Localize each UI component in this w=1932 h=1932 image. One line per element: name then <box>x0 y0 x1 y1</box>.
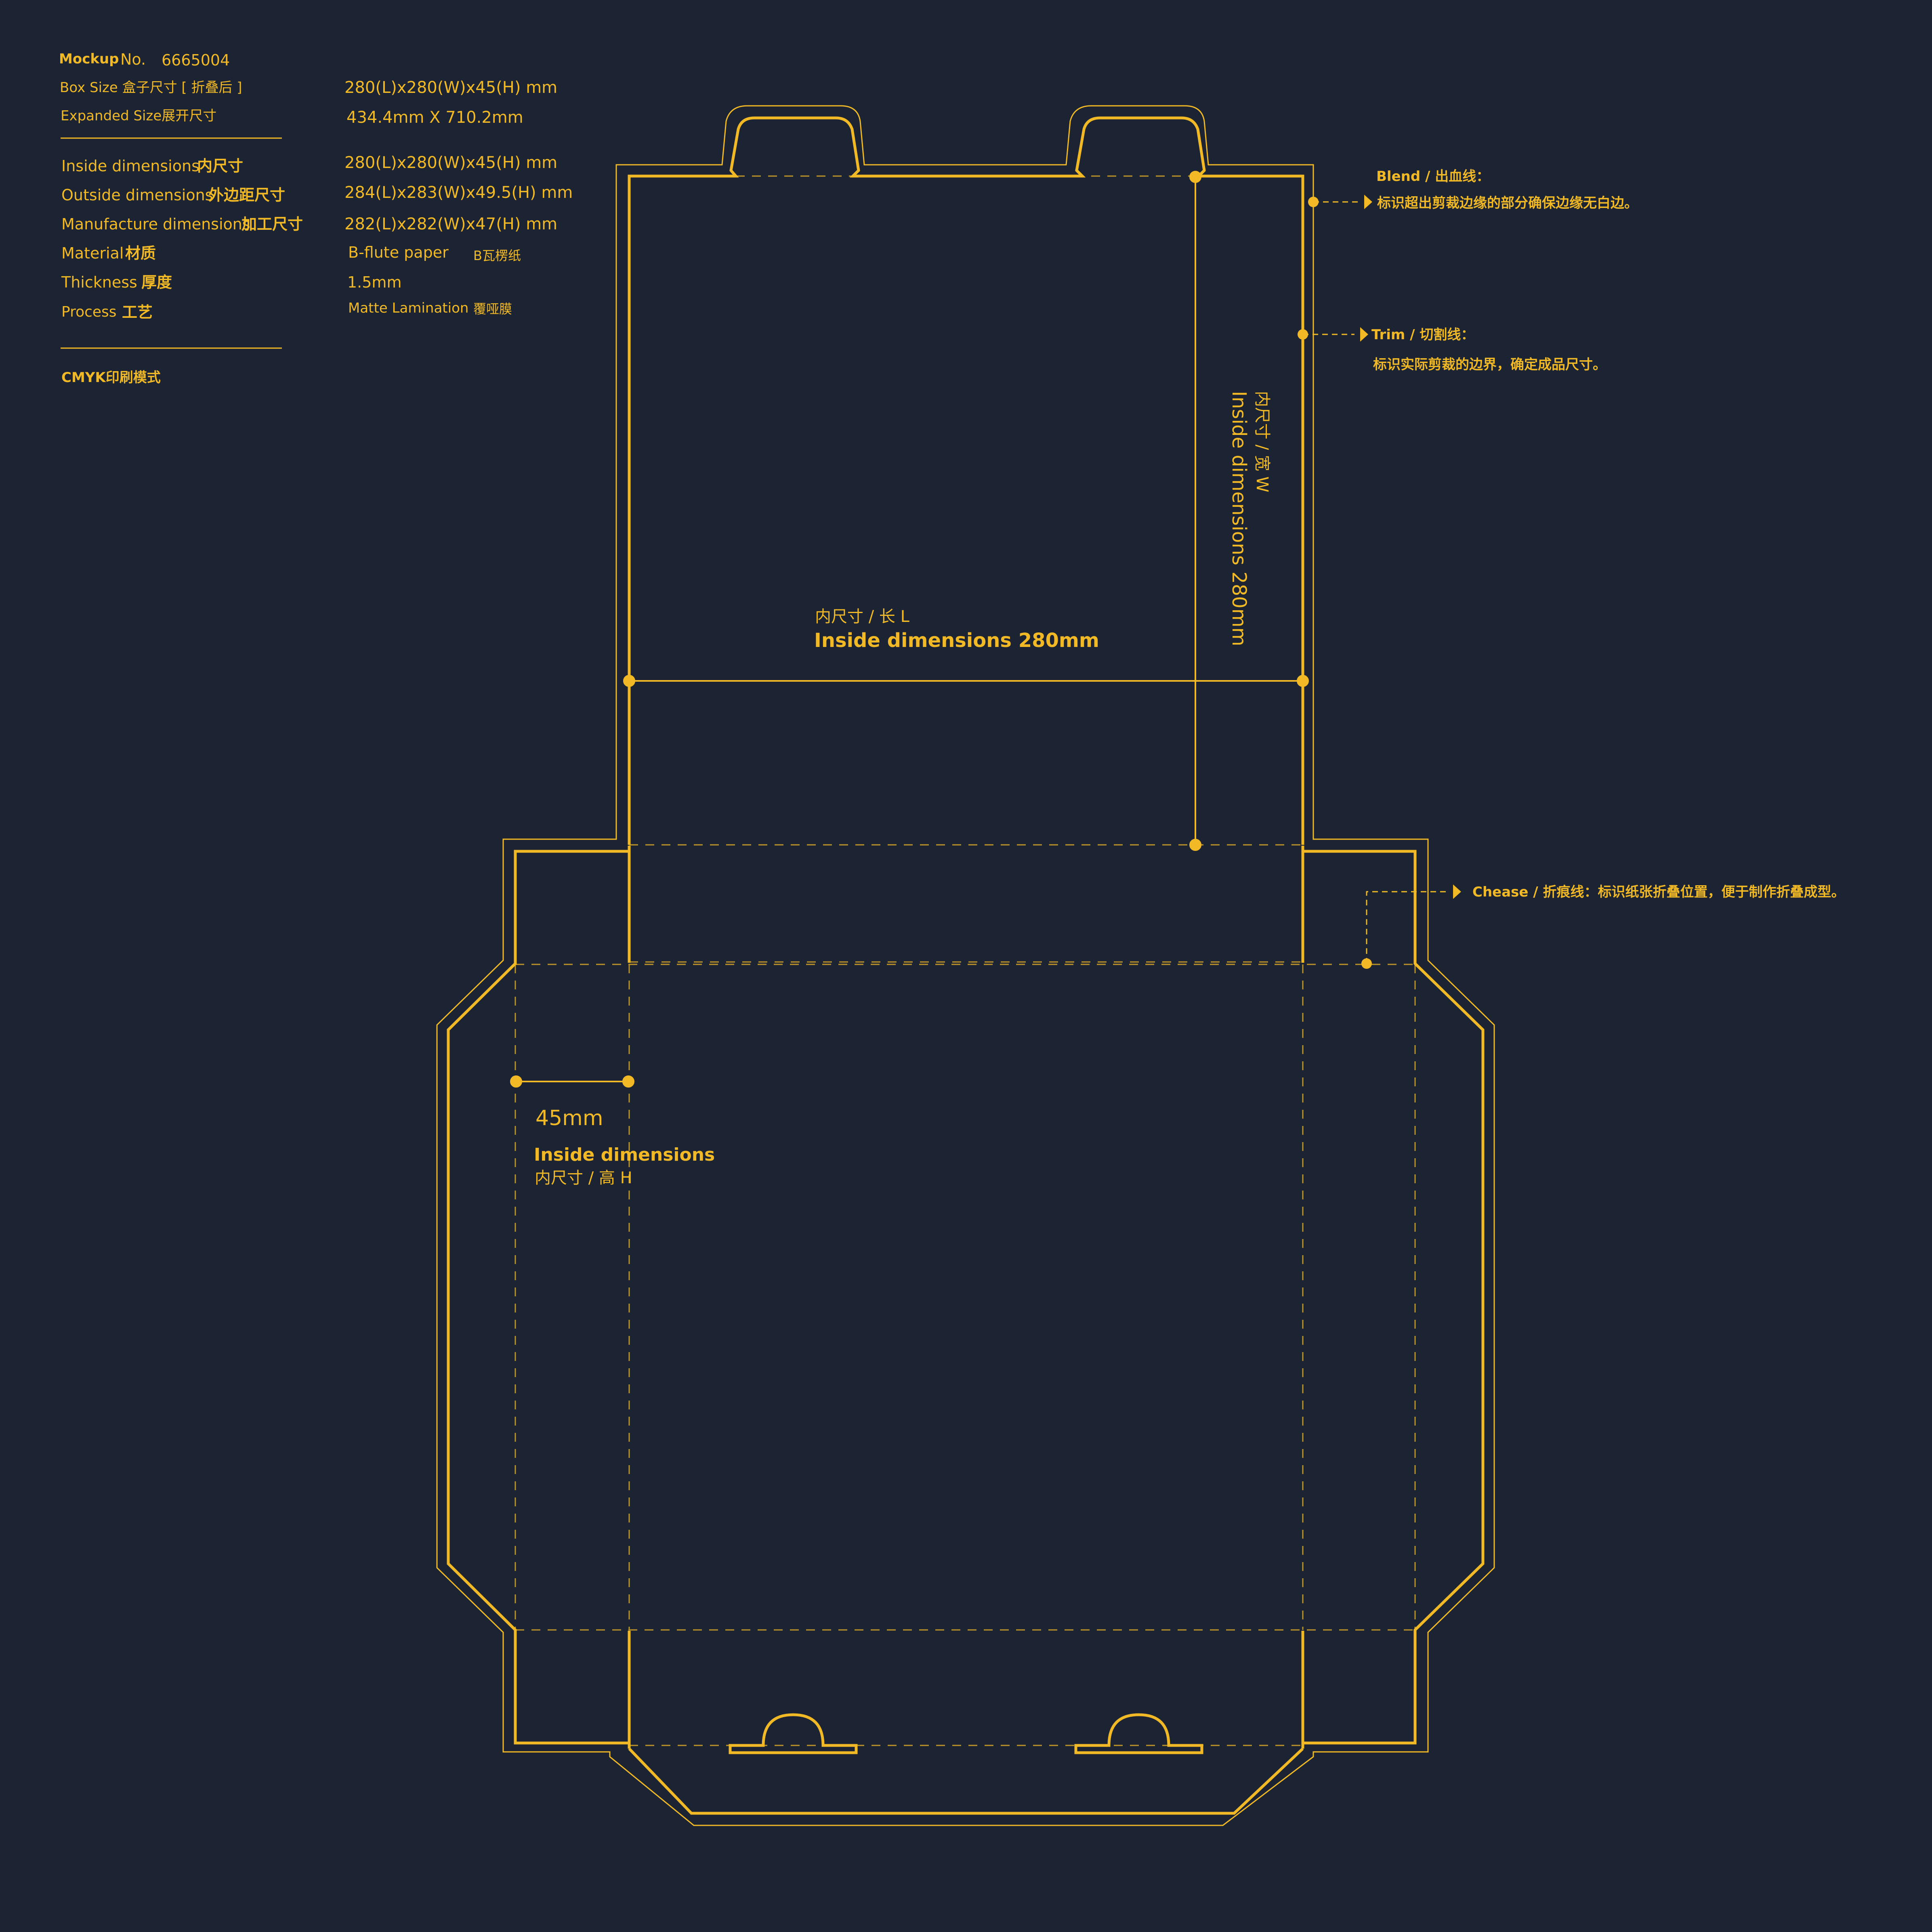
width-label-cn: 内尺寸 / 宽 W <box>1253 391 1271 492</box>
manufacture-dim-label: Manufacture dimensions <box>61 215 250 233</box>
chease-arrow-icon <box>1453 884 1461 899</box>
chease-dot <box>1361 958 1372 969</box>
material-label-cn: 材质 <box>125 244 156 262</box>
outside-dim-label-cn: 外边距尺寸 <box>208 186 285 204</box>
width-label-group-en: Inside dimensions 280mm <box>1228 391 1250 646</box>
box-size-value: 280(L)x280(W)x45(H) mm <box>344 78 557 97</box>
box-size-label: Box Size 盒子尺寸 [ 折叠后 ] <box>60 80 242 96</box>
thickness-value: 1.5mm <box>347 273 401 291</box>
process-label: Process <box>61 304 117 320</box>
dimension-marks <box>510 171 1309 1088</box>
expanded-size-label: Expanded Size展开尺寸 <box>61 108 216 124</box>
material-value: B-flute paper <box>348 244 449 261</box>
spec-panel: Mockup No. 6665004 Box Size 盒子尺寸 [ 折叠后 ]… <box>59 50 573 386</box>
material-label: Material <box>61 244 124 262</box>
chease-leader <box>1366 891 1446 964</box>
length-label-en: Inside dimensions 280mm <box>814 629 1099 652</box>
bleed-line <box>436 105 1495 1826</box>
height-dot-right <box>622 1075 634 1088</box>
trim-desc: 标识实际剪裁的边界，确定成品尺寸。 <box>1373 357 1606 373</box>
trim-arrow-icon <box>1360 327 1368 342</box>
blend-title: Blend / 出血线： <box>1376 168 1490 185</box>
material-extra: B瓦楞纸 <box>473 248 521 263</box>
length-label-cn: 内尺寸 / 长 L <box>815 607 910 626</box>
blend-dot <box>1308 197 1319 207</box>
trim-title: Trim / 切割线： <box>1371 327 1474 343</box>
bottom-panel-cut <box>628 1747 1304 1815</box>
legend-blend: Blend / 出血线： 标识超出剪裁边缘的部分确保边缘无白边。 <box>1308 168 1638 211</box>
mockup-no-value: 6665004 <box>162 51 230 69</box>
outside-dim-value: 284(L)x283(W)x49.5(H) mm <box>344 183 573 202</box>
chease-text: Chease / 折痕线：标识纸张折叠位置，便于制作折叠成型。 <box>1472 884 1845 900</box>
height-dot-left <box>510 1075 522 1088</box>
inside-dim-label-cn: 内尺寸 <box>197 157 243 175</box>
inside-dim-label: Inside dimensions <box>61 157 200 175</box>
right-wing-cut <box>1303 850 1485 1745</box>
length-dot-left <box>623 675 635 687</box>
width-label-en: Inside dimensions 280mm <box>1228 391 1250 646</box>
process-value: Matte Lamination <box>348 300 468 316</box>
thickness-label: Thickness <box>61 273 137 291</box>
top-panel-cut <box>628 116 1304 845</box>
length-dot-right <box>1297 675 1309 687</box>
lock-slot-left <box>729 1713 858 1754</box>
width-dot-bottom <box>1189 839 1201 851</box>
trim-dot <box>1298 329 1308 340</box>
mockup-no-label: No. <box>120 50 146 68</box>
blend-desc: 标识超出剪裁边缘的部分确保边缘无白边。 <box>1377 195 1638 211</box>
left-wing-cut <box>447 850 629 1745</box>
inside-dim-value: 280(L)x280(W)x45(H) mm <box>344 153 557 172</box>
manufacture-dim-value: 282(L)x282(W)x47(H) mm <box>344 215 557 233</box>
height-label-en: Inside dimensions <box>534 1144 715 1165</box>
trim-line <box>447 116 1485 1815</box>
color-mode: CMYK印刷模式 <box>61 370 161 386</box>
height-label-cn: 内尺寸 / 高 H <box>535 1169 632 1187</box>
process-label-cn: 工艺 <box>122 303 153 321</box>
width-label-group: 内尺寸 / 宽 W <box>1253 391 1271 492</box>
legend-chease: Chease / 折痕线：标识纸张折叠位置，便于制作折叠成型。 <box>1361 884 1845 969</box>
process-extra: 覆哑膜 <box>473 301 512 317</box>
legend-trim: Trim / 切割线： 标识实际剪裁的边界，确定成品尺寸。 <box>1298 327 1606 373</box>
lock-slot-right <box>1074 1713 1203 1754</box>
manufacture-dim-label-cn: 加工尺寸 <box>242 215 303 233</box>
outside-dim-label: Outside dimensions <box>61 186 213 204</box>
crease-lines <box>514 175 1416 1746</box>
height-value: 45mm <box>536 1106 603 1130</box>
expanded-size-value: 434.4mm X 710.2mm <box>346 108 523 127</box>
width-dot-top <box>1189 171 1201 183</box>
blend-arrow-icon <box>1364 195 1372 209</box>
thickness-label-cn: 厚度 <box>141 273 172 291</box>
mockup-label: Mockup <box>59 51 119 67</box>
